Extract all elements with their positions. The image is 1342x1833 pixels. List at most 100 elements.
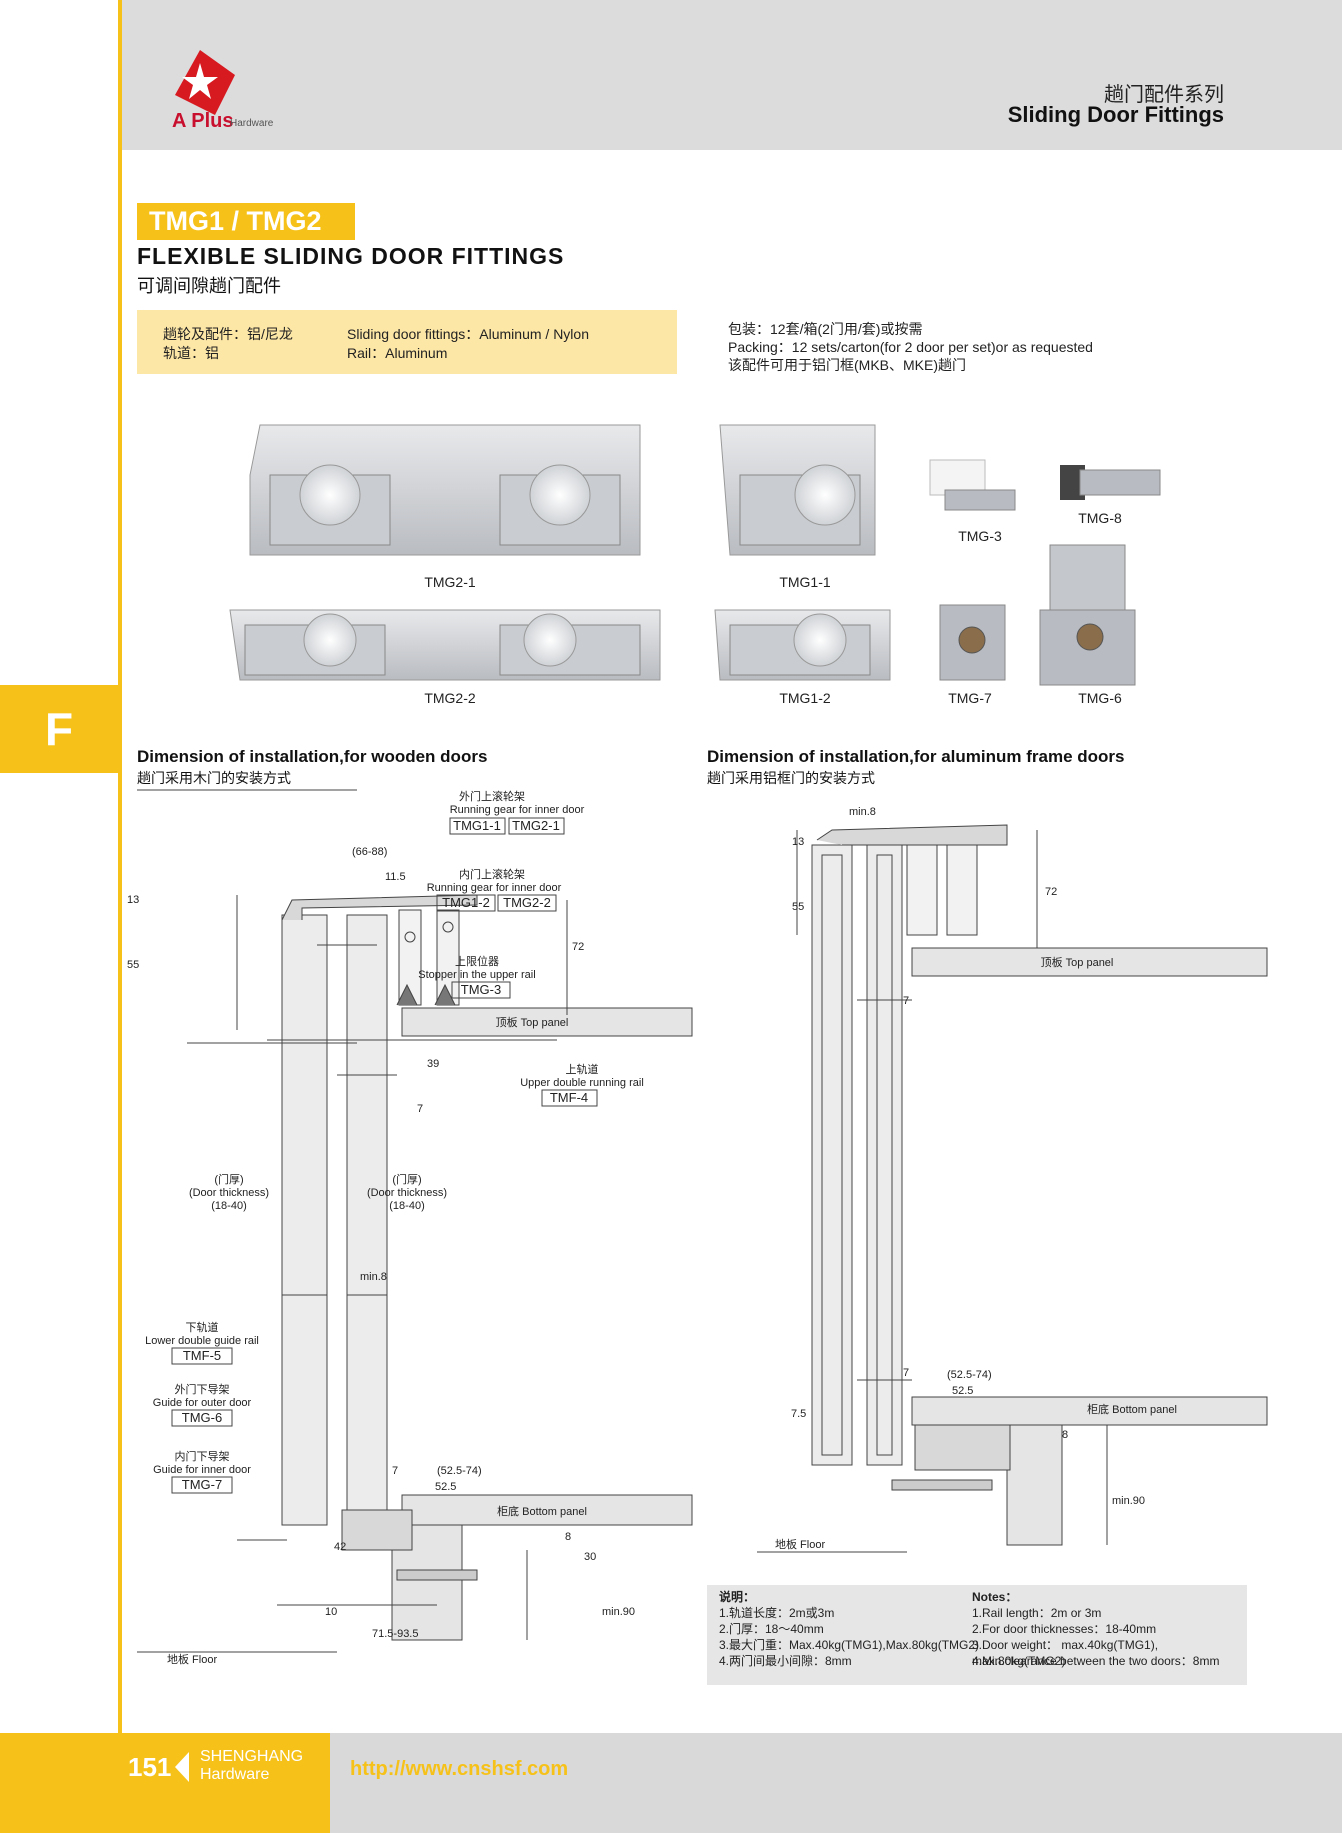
tmg1-1-photo [719, 424, 876, 556]
caption-tmg-6: TMG-6 [1078, 690, 1122, 706]
caption-tmg1-2: TMG1-2 [779, 690, 831, 706]
dim-39: 39 [427, 1058, 439, 1070]
lower-rail-code: TMF-5 [183, 1348, 221, 1363]
outer-gear-en: Running gear for inner door [450, 804, 585, 816]
outer-gear-cn: 外门上滚轮架 [459, 789, 525, 803]
product-title-en: FLEXIBLE SLIDING DOOR FITTINGS [137, 243, 565, 269]
packing-usage-cn: 该配件可用于铝门框(MKB、MKE)趟门 [728, 357, 966, 373]
outer-code1: TMG1-1 [453, 818, 501, 833]
wooden-floor-label: 地板 Floor [167, 1652, 217, 1666]
inner-guide-code: TMG-7 [182, 1477, 222, 1492]
spec-box: 趟轮及配件：铝/尼龙 轨道：铝 Sliding door fittings：Al… [137, 310, 677, 374]
dim-13: 13 [127, 894, 139, 906]
dim-min8: min.8 [360, 1271, 387, 1283]
dim-10: 10 [325, 1606, 337, 1618]
footer-brand-sub: Hardware [200, 1766, 270, 1783]
footer-url-link[interactable]: http://www.cnshsf.com [350, 1758, 569, 1780]
thick-en-left: (Door thickness) [189, 1187, 269, 1199]
aluminum-top-panel [911, 947, 1268, 977]
outer-door [281, 914, 328, 1356]
dim-7-top: 7 [417, 1103, 423, 1115]
wooden-door-diagram: 外门上滚轮架 Running gear for inner door TMG1-… [127, 789, 693, 1666]
caption-tmg2-2: TMG2-2 [424, 690, 476, 706]
dim-7-bottom: 7 [392, 1465, 398, 1477]
alu-dim-13: 13 [792, 836, 804, 848]
notes-cn-1: 1.轨道长度：2m或3m [719, 1606, 835, 1620]
notes-en-2: 2.For door thicknesses：18-40mm [972, 1622, 1157, 1636]
dim-52-5: 52.5 [435, 1481, 456, 1493]
alu-dim-7-top: 7 [903, 995, 909, 1007]
aluminum-outer-door [811, 844, 853, 1466]
dim-11-5: 11.5 [385, 871, 406, 883]
spec-rail-en: Rail：Aluminum [347, 345, 448, 361]
notes-box: 说明： 1.轨道长度：2m或3m 2.门厚：18～40mm 3.最大门重：Max… [707, 1585, 1247, 1685]
aluminum-section-title-en: Dimension of installation,for aluminum f… [707, 747, 1125, 766]
dim-71-5-93-5: 71.5-93.5 [372, 1628, 418, 1640]
aluminum-inner-door [866, 844, 903, 1466]
wooden-top-panel-label: 顶板 Top panel [496, 1015, 569, 1029]
notes-en-1: 1.Rail length：2m or 3m [972, 1606, 1102, 1620]
dim-min90: min.90 [602, 1606, 635, 1618]
notes-en-3: 3.Door weight： max.40kg(TMG1), max.80kg(… [972, 1638, 1159, 1668]
tmg2-1-photo [249, 424, 641, 556]
packing-line-en: Packing：12 sets/carton(for 2 door per se… [728, 339, 1093, 355]
caption-tmg-7: TMG-7 [948, 690, 992, 706]
packing-info: 包装：12套/箱(2门用/套)或按需 Packing：12 sets/carto… [728, 320, 1093, 374]
stopper-en: Stopper in the upper rail [418, 969, 535, 981]
dim-30: 30 [584, 1551, 596, 1563]
stopper-cn: 上限位器 [455, 954, 499, 968]
upper-rail-cn: 上轨道 [566, 1062, 599, 1076]
header-band [121, 0, 1342, 150]
footer-accent [0, 1733, 330, 1833]
packing-line-cn: 包装：12套/箱(2门用/套)或按需 [728, 321, 923, 337]
thick-range-left: (18-40) [211, 1200, 246, 1212]
caption-tmg-3: TMG-3 [958, 528, 1002, 544]
alu-dim-7-5: 7.5 [791, 1408, 806, 1420]
dim-8: 8 [565, 1531, 571, 1543]
inner-code2: TMG2-2 [503, 895, 551, 910]
caption-tmg-8: TMG-8 [1078, 510, 1122, 526]
tmg-8-photo [1060, 465, 1161, 500]
dim-52-5-74: (52.5-74) [437, 1465, 482, 1477]
outer-guide-en: Guide for outer door [153, 1397, 252, 1409]
spec-wheel-en: Sliding door fittings：Aluminum / Nylon [347, 326, 589, 342]
tmg-7-photo [939, 604, 1006, 681]
inner-code1: TMG1-2 [442, 895, 490, 910]
notes-title-en: Notes： [972, 1590, 1018, 1604]
product-title-cn: 可调间隙趟门配件 [137, 276, 281, 296]
model-badge: TMG1 / TMG2 [137, 203, 355, 240]
logo-subtext: Hardware [230, 118, 274, 129]
tmg-3-photo [929, 459, 1016, 511]
alu-dim-min8: min.8 [849, 806, 876, 818]
logo-text: A Plus [172, 110, 234, 132]
caption-tmg2-1: TMG2-1 [424, 574, 476, 590]
alu-top-panel-label: 顶板 Top panel [1041, 955, 1114, 969]
alu-dim-7-bottom: 7 [903, 1367, 909, 1379]
inner-guide-en: Guide for inner door [153, 1464, 251, 1476]
outer-guide-code: TMG-6 [182, 1410, 222, 1425]
alu-dim-72: 72 [1045, 886, 1057, 898]
series-title-en: Sliding Door Fittings [1007, 102, 1224, 127]
chevron-left-icon [175, 1752, 189, 1782]
alu-dim-min90: min.90 [1112, 1495, 1145, 1507]
outer-code2: TMG2-1 [512, 818, 560, 833]
dim-42: 42 [334, 1541, 346, 1553]
notes-en-4: 4.Min.clearance between the two doors：8m… [972, 1654, 1220, 1668]
stopper-code: TMG-3 [461, 982, 501, 997]
top-panel [401, 1007, 693, 1037]
section-tab: F [0, 685, 118, 773]
left-accent-stripe [118, 0, 122, 1833]
aplus-logo-icon [175, 50, 235, 115]
thick-cn-right: (门厚) [392, 1172, 421, 1186]
caption-tmg1-1: TMG1-1 [779, 574, 831, 590]
wooden-section-title-cn: 趟门采用木门的安装方式 [137, 770, 291, 786]
thick-range-right: (18-40) [389, 1200, 424, 1212]
inner-gear-en: Running gear for inner door [427, 882, 562, 894]
alu-bottom-panel-label: 柜底 Bottom panel [1087, 1402, 1177, 1416]
aluminum-bottom-panel [911, 1396, 1268, 1426]
inner-door [346, 914, 388, 1356]
upper-rail-en: Upper double running rail [520, 1077, 644, 1089]
dim-72: 72 [572, 941, 584, 953]
spec-rail-cn: 轨道：铝 [163, 345, 219, 361]
wooden-section-title-en: Dimension of installation,for wooden doo… [137, 747, 488, 766]
